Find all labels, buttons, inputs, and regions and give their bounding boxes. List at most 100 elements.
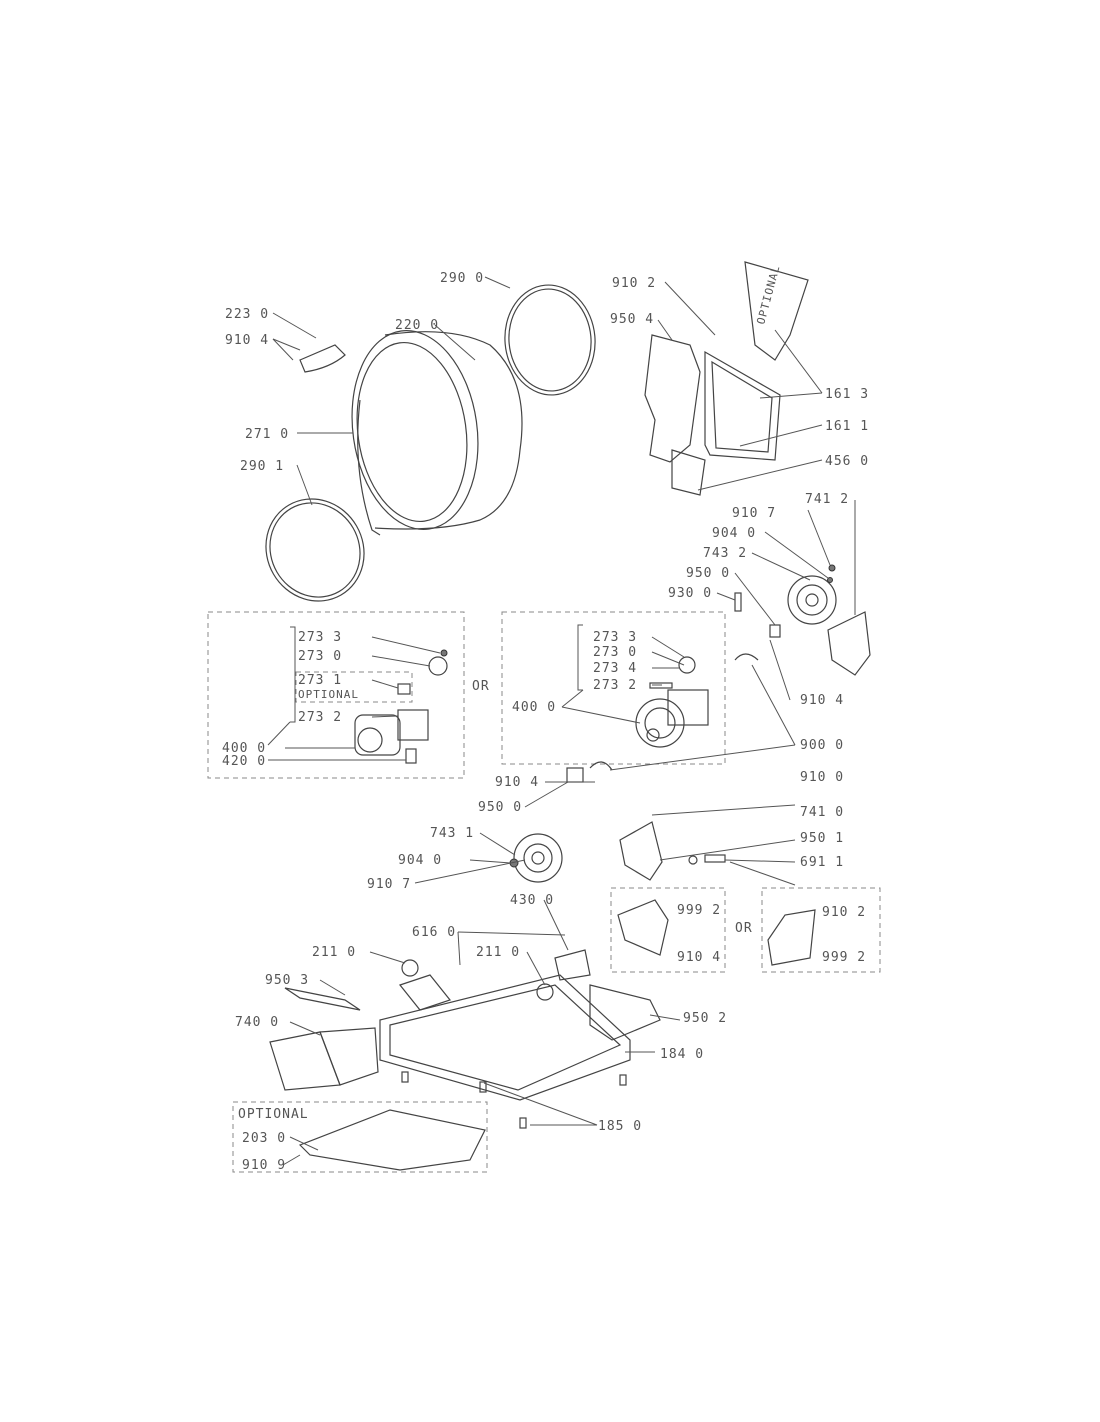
label-420-0: 420 0 — [222, 754, 266, 769]
spring-part — [734, 592, 742, 612]
drum-belt-ring-inner — [508, 288, 592, 392]
wire-bracket-mid — [589, 761, 613, 771]
gasket-front — [284, 987, 361, 1011]
duct-part-left — [617, 899, 669, 956]
label-743-1: 743 1 — [430, 826, 474, 841]
label-optional-b: OPTIONAL — [238, 1107, 309, 1122]
label-904-0-mid: 904 0 — [398, 853, 442, 868]
lifter-part — [299, 344, 346, 373]
label-930-0: 930 0 — [668, 586, 712, 601]
label-185-0: 185 0 — [598, 1119, 642, 1134]
drum-belt-ring — [504, 284, 596, 396]
clip-top — [769, 624, 781, 638]
label-950-0-top: 950 0 — [686, 566, 730, 581]
label-910-7-mid: 910 7 — [367, 877, 411, 892]
door-seal-part — [589, 984, 661, 1041]
base-plate-part — [298, 1109, 486, 1171]
label-211-0-a: 211 0 — [312, 945, 356, 960]
motor-part-right — [635, 689, 709, 748]
fan-wheel-mid — [513, 833, 563, 883]
shaft-right — [649, 682, 673, 689]
motor-part-left — [354, 709, 429, 756]
label-290-1: 290 1 — [240, 459, 284, 474]
optional-filter-part — [744, 261, 809, 361]
sensor-bracket-part — [671, 449, 706, 496]
label-400-0-right: 400 0 — [512, 700, 556, 715]
label-optional-a: OPTIONAL — [298, 688, 359, 701]
label-910-4-c: 910 4 — [495, 775, 539, 790]
label-910-4-b: 910 4 — [800, 693, 844, 708]
part-labels: 290 0 910 2 223 0 950 4 220 0 910 4 161 … — [222, 264, 869, 1173]
leader-lines — [267, 276, 856, 1166]
label-290-0: 290 0 — [440, 271, 484, 286]
label-273-3-right: 273 3 — [593, 630, 637, 645]
fan-wheel-top — [787, 575, 837, 625]
nut-top — [828, 564, 836, 572]
label-273-2-left: 273 2 — [298, 710, 342, 725]
label-904-0-top: 904 0 — [712, 526, 756, 541]
rear-cover-inner — [711, 360, 773, 453]
label-950-4: 950 4 — [610, 312, 654, 327]
label-950-2: 950 2 — [683, 1011, 727, 1026]
label-273-0-left: 273 0 — [298, 649, 342, 664]
bolt-left — [440, 649, 448, 657]
roller-right — [536, 983, 554, 1001]
label-900-0: 900 0 — [800, 738, 844, 753]
heat-exchanger-part — [269, 1027, 379, 1091]
label-161-1: 161 1 — [825, 419, 869, 434]
label-999-2-a: 999 2 — [677, 903, 721, 918]
label-273-1-left: 273 1 — [298, 673, 342, 688]
label-184-0: 184 0 — [660, 1047, 704, 1062]
optional-plate-box — [232, 1101, 488, 1173]
roller-left — [401, 959, 419, 977]
label-161-3: 161 3 — [825, 387, 869, 402]
label-220-0: 220 0 — [395, 318, 439, 333]
label-223-0: 223 0 — [225, 307, 269, 322]
label-910-4-d: 910 4 — [677, 950, 721, 965]
label-or-b: OR — [735, 921, 753, 936]
duct-part-right — [767, 909, 816, 966]
motor-option-box-left — [207, 611, 465, 779]
duct-option-box-left — [610, 887, 726, 973]
label-273-2-right: 273 2 — [593, 678, 637, 693]
front-seal-ring-inner — [269, 502, 361, 598]
label-456-0: 456 0 — [825, 454, 869, 469]
pump-part — [554, 949, 591, 981]
label-910-0: 910 0 — [800, 770, 844, 785]
label-430-0: 430 0 — [510, 893, 554, 908]
sensor-mid — [704, 854, 726, 863]
fan-housing-top — [827, 611, 871, 676]
bushing-mid — [688, 855, 698, 865]
duct-option-box-right — [761, 887, 881, 973]
fan-housing-mid — [619, 821, 663, 881]
base-frame-part — [379, 974, 631, 1101]
motor-option-box-right — [501, 611, 726, 765]
label-273-3-left: 273 3 — [298, 630, 342, 645]
label-741-2: 741 2 — [805, 492, 849, 507]
label-910-2-b: 910 2 — [822, 905, 866, 920]
label-211-0-b: 211 0 — [476, 945, 520, 960]
pulley-right — [678, 656, 696, 674]
pulley-left — [428, 656, 448, 676]
label-203-0: 203 0 — [242, 1131, 286, 1146]
rear-gasket-part — [644, 334, 701, 463]
label-273-0-right: 273 0 — [593, 645, 637, 660]
label-741-0: 741 0 — [800, 805, 844, 820]
drum-part — [351, 329, 523, 536]
label-616-0: 616 0 — [412, 925, 456, 940]
wire-bracket-top — [734, 653, 759, 661]
label-999-2-b: 999 2 — [822, 950, 866, 965]
label-400-0-left: 400 0 — [222, 741, 266, 756]
clip-mid — [566, 767, 584, 783]
label-950-0-mid: 950 0 — [478, 800, 522, 815]
feet-part — [401, 1071, 627, 1129]
label-691-1: 691 1 — [800, 855, 844, 870]
front-seal-ring — [265, 498, 365, 602]
label-950-1: 950 1 — [800, 831, 844, 846]
label-950-3: 950 3 — [265, 973, 309, 988]
label-optional-c: OPTIONAL — [754, 264, 782, 326]
rear-cover-part — [704, 350, 781, 461]
label-740-0: 740 0 — [235, 1015, 279, 1030]
label-or-a: OR — [472, 679, 490, 694]
